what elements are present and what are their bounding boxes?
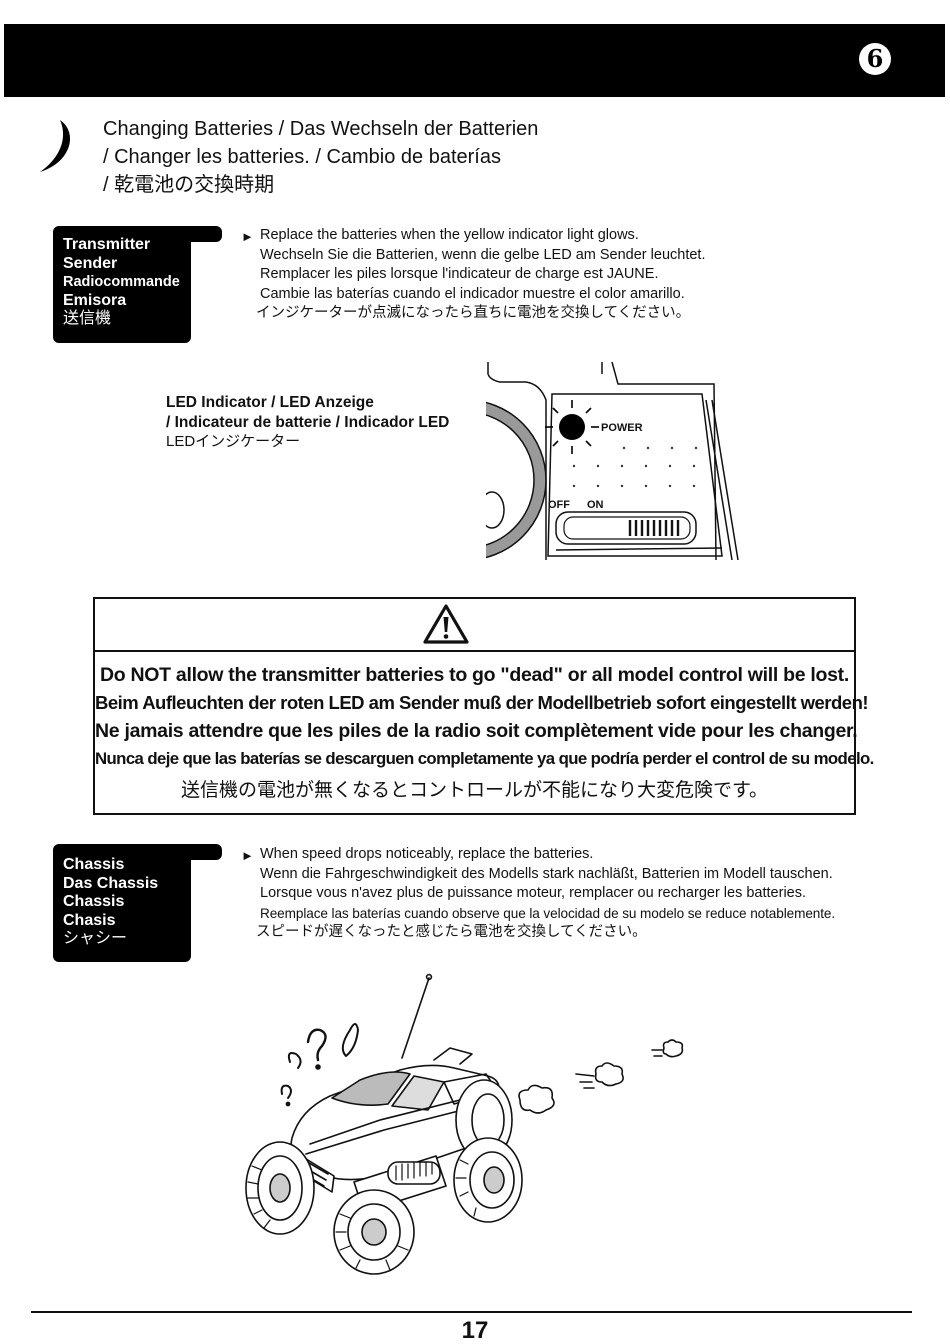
monster-truck-illustration <box>245 973 684 1275</box>
footer-rule <box>31 1311 912 1313</box>
warning-line-fr: Ne jamais attendre que les piles de la r… <box>95 720 858 742</box>
transmitter-tag: Transmitter Sender Radiocommande Emisora… <box>53 226 191 343</box>
led-caption-line: LEDインジケーター <box>166 433 301 450</box>
transmitter-illustration: POWER OFF ON <box>486 361 739 560</box>
transmitter-instruction-jp: インジケーターが点滅になったら直ちに電池を交換してください。 <box>256 305 691 321</box>
warning-line-es: Nunca deje que las baterías se descargue… <box>95 749 874 768</box>
chassis-arrow-icon: ► <box>241 848 254 863</box>
warning-line-en: Do NOT allow the transmitter batteries t… <box>100 664 849 686</box>
chassis-tag-line: シャシー <box>63 930 128 947</box>
warning-line-de: Beim Aufleuchten der roten LED am Sender… <box>95 692 869 713</box>
chassis-tag: Chassis Das Chassis Chassis Chasis シャシー <box>53 844 191 962</box>
transmitter-instruction-es: Cambie las baterías cuando el indicador … <box>260 285 685 302</box>
chassis-instruction-de: Wenn die Fahrgeschwindigkeit des Modells… <box>260 865 833 882</box>
page-number: 17 <box>461 1317 489 1344</box>
transmitter-tag-line: Sender <box>63 254 118 272</box>
chassis-tag-line: Chasis <box>63 911 116 929</box>
transmitter-tag-line: 送信機 <box>63 310 112 327</box>
transmitter-arrow-icon: ► <box>241 229 254 244</box>
transmitter-tag-line: Emisora <box>63 291 127 309</box>
chassis-instruction-es: Reemplace las baterías cuando observe qu… <box>260 905 836 921</box>
transmitter-instruction-en: Replace the batteries when the yellow in… <box>260 227 639 243</box>
transmitter-instruction-de: Wechseln Sie die Batterien, wenn die gel… <box>260 246 706 263</box>
crescent-mark-icon <box>40 120 71 172</box>
warning-box <box>93 597 856 815</box>
chassis-tag-line: Chassis <box>63 893 125 910</box>
header-bar <box>4 24 945 97</box>
section-title-line-3: / 乾電池の交換時期 <box>103 174 275 196</box>
off-label: OFF <box>548 499 570 511</box>
transmitter-instructions: Replace the batteries when the yellow in… <box>256 226 706 324</box>
power-label: POWER <box>601 422 643 434</box>
chassis-instruction-en: When speed drops noticeably, replace the… <box>260 846 594 862</box>
warning-triangle-icon <box>423 604 469 644</box>
warning-line-jp: 送信機の電池が無くなるとコントロールが不能になり大変危険です。 <box>180 779 769 801</box>
led-light-icon <box>545 400 599 454</box>
power-switch <box>555 511 697 545</box>
transmitter-instruction-fr: Remplacer les piles lorsque l'indicateur… <box>260 266 659 282</box>
step-number-badge: 6 <box>859 43 891 75</box>
led-caption-line: / Indicateur de batterie / Indicador LED <box>166 413 450 431</box>
chassis-tag-line: Chassis <box>63 856 125 873</box>
chassis-instructions: When speed drops noticeably, replace the… <box>256 845 836 943</box>
transmitter-tag-line: Radiocommande <box>63 274 180 290</box>
on-label: ON <box>587 499 604 511</box>
chassis-tag-line: Das Chassis <box>63 874 159 892</box>
chassis-instruction-fr: Lorsque vous n'avez plus de puissance mo… <box>260 885 807 901</box>
chassis-instruction-jp: スピードが遅くなったと感じたら電池を交換してください。 <box>256 924 647 940</box>
transmitter-tag-line: Transmitter <box>63 236 151 253</box>
warning-divider <box>93 650 856 652</box>
section-title-line-2: / Changer les batteries. / Cambio de bat… <box>103 146 501 168</box>
led-caption-line: LED Indicator / LED Anzeige <box>166 394 374 411</box>
led-indicator-caption: LED Indicator / LED Anzeige / Indicateur… <box>166 393 449 452</box>
section-title-line-1: Changing Batteries / Das Wechseln der Ba… <box>103 118 539 140</box>
